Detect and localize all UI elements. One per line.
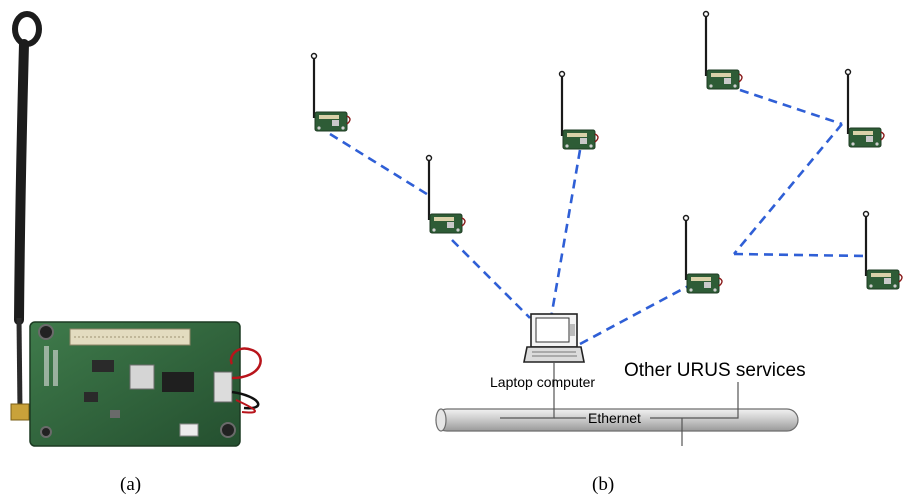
antenna-loop bbox=[12, 11, 42, 47]
chip bbox=[129, 364, 155, 390]
caption-a: (a) bbox=[120, 474, 142, 495]
link-node3-laptop bbox=[549, 149, 582, 319]
sensor-node bbox=[310, 52, 352, 133]
sensor-node bbox=[682, 214, 724, 295]
sensor-node bbox=[425, 154, 467, 235]
laptop-icon bbox=[523, 313, 585, 363]
black-wire bbox=[231, 390, 260, 410]
link-node2-laptop bbox=[451, 239, 531, 319]
other-services-label: Other URUS services bbox=[624, 360, 806, 381]
sensor-node bbox=[862, 210, 903, 291]
caption-b: (b) bbox=[592, 474, 615, 495]
mount-hole bbox=[220, 422, 236, 438]
ethernet-backbone bbox=[435, 408, 799, 432]
link-node4-node6 bbox=[739, 88, 843, 126]
link-junction-node7 bbox=[733, 252, 867, 258]
sensor-mote-photo bbox=[10, 11, 262, 447]
laptop-label: Laptop computer bbox=[490, 374, 596, 390]
sensor-node bbox=[702, 10, 744, 91]
power-connector bbox=[213, 371, 233, 403]
ethernet-label: Ethernet bbox=[588, 410, 641, 426]
antenna-cable bbox=[14, 39, 29, 325]
mount-hole bbox=[40, 426, 52, 438]
antenna-connector bbox=[10, 403, 30, 421]
red-wire bbox=[229, 347, 262, 380]
ethernet-wires bbox=[500, 362, 739, 446]
link-laptop-node5 bbox=[579, 282, 693, 346]
radio-links bbox=[329, 88, 867, 346]
link-node1-node2 bbox=[329, 132, 431, 198]
sensor-node bbox=[558, 70, 600, 151]
link-node6-junction bbox=[733, 123, 843, 255]
mount-hole bbox=[38, 324, 54, 340]
sensor-node bbox=[844, 68, 886, 149]
